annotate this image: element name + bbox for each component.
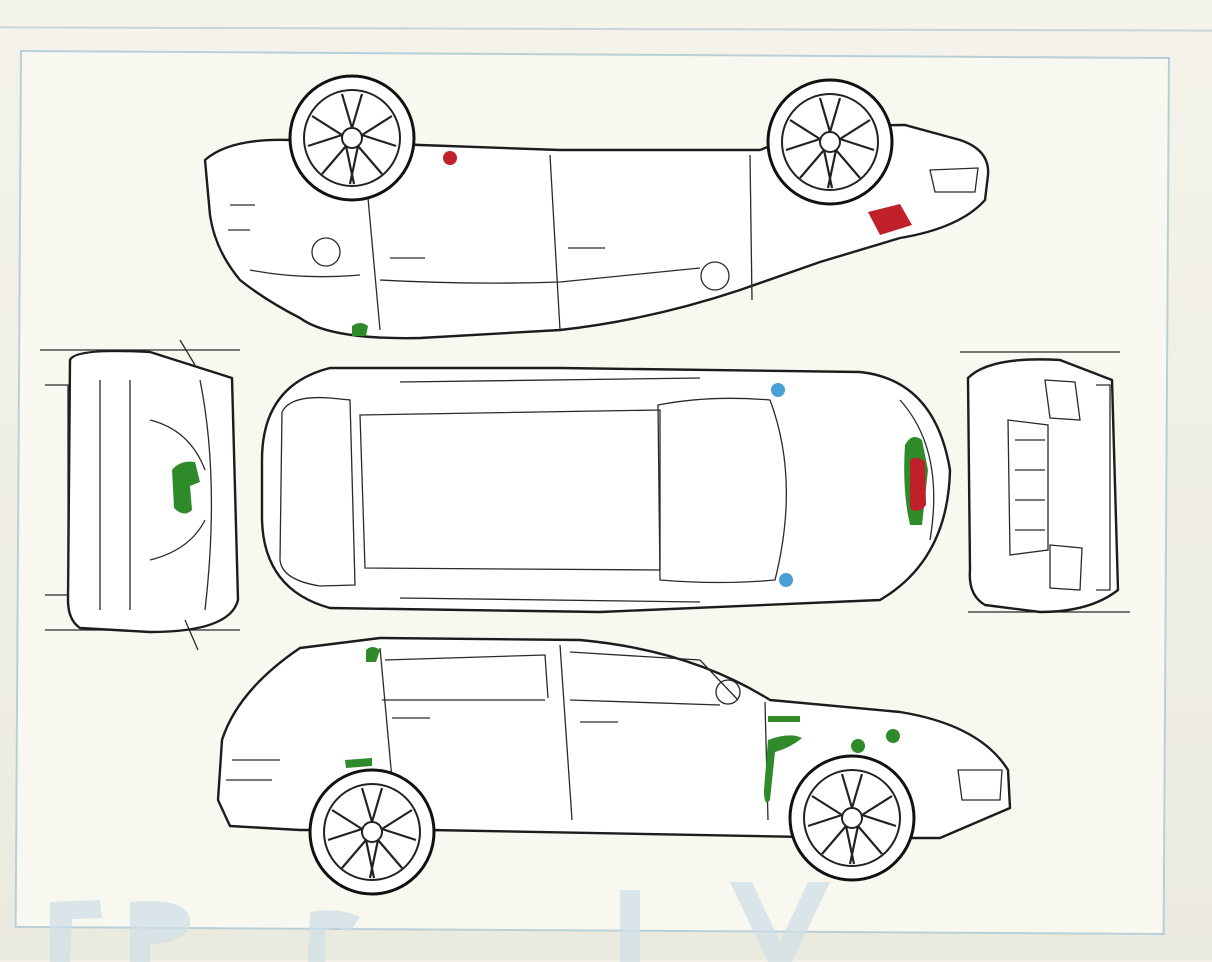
damage-spot-green [352,323,368,336]
car-view-rear [40,339,240,651]
car-view-upper [203,74,990,340]
damage-spot-green [886,729,900,743]
faded-watermark [50,882,830,962]
damage-spot-blue [779,573,793,587]
damage-spot-red [910,457,926,511]
damage-spot-green [366,647,380,662]
damage-spot-red [868,204,912,235]
car-view-front [960,351,1130,614]
damage-spot-green [345,758,372,768]
damage-spot-green [851,739,865,753]
damage-spot-green [172,461,200,514]
damage-spot-green [768,716,800,722]
damage-spot-green [764,735,802,803]
car-view-roof [260,366,952,614]
car-view-left-side [216,636,1012,896]
damage-spot-blue [771,383,785,397]
damage-spot-red [443,151,457,165]
